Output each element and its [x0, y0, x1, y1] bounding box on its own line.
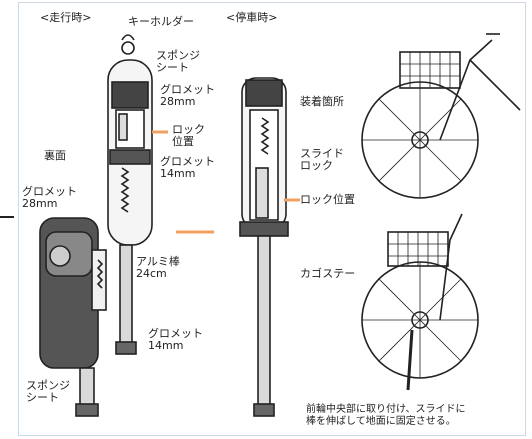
label-key-holder: キーホルダー	[128, 15, 194, 28]
label-aluminum-rod: アルミ棒 24cm	[136, 255, 180, 280]
label-lock-position-right: ロック位置	[300, 193, 355, 206]
parked-assembly	[239, 77, 300, 417]
grommet-14-mid	[109, 149, 151, 165]
margin-mark	[0, 216, 14, 218]
grommet-28-top	[111, 81, 149, 109]
bicycle-top	[361, 33, 521, 199]
label-grommet-28-left: グロメット 28mm	[22, 185, 77, 210]
label-grommet-14-bottom: グロメット 14mm	[148, 327, 203, 352]
label-lock-position-left: ロック 位置	[172, 123, 205, 148]
label-grommet-14-mid: グロメット 14mm	[160, 155, 215, 180]
label-sponge-sheet-bottom: スポンジ シート	[26, 379, 70, 404]
label-slide-lock: スライド ロック	[300, 147, 344, 172]
aluminum-rod	[119, 244, 133, 346]
riding-assembly	[39, 34, 168, 417]
spring	[120, 167, 130, 213]
key-ring-icon	[121, 41, 135, 55]
label-sponge-sheet-top: スポンジ シート	[156, 49, 200, 74]
label-back-side: 裏面	[44, 149, 66, 162]
label-mode-riding: <走行時>	[40, 11, 92, 24]
label-mode-parked: <停車時>	[226, 11, 278, 24]
instruction-note: 前輪中央部に取り付け、スライドに 棒を伸ばして地面に固定させる。	[306, 404, 466, 427]
grommet-14-bottom	[115, 341, 137, 355]
figure-frame	[18, 2, 526, 436]
label-grommet-28-top: グロメット 28mm	[160, 83, 215, 108]
label-basket-stay: カゴステー	[300, 267, 356, 280]
bicycle-bottom	[361, 213, 479, 391]
label-mount-point: 装着箇所	[300, 95, 344, 108]
